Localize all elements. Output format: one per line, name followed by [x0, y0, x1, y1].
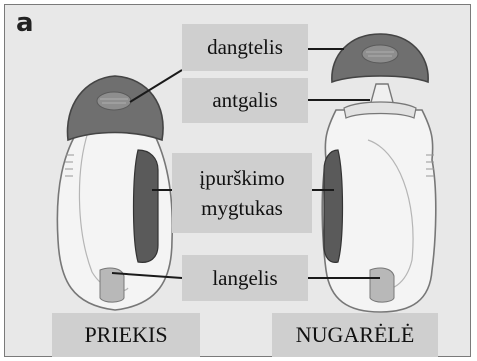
label-injection-button-line2: mygtukas — [201, 193, 283, 223]
front-injection-button — [134, 150, 159, 262]
label-injection-button: įpurškimo mygtukas — [172, 153, 312, 233]
label-injection-button-line1: įpurškimo — [199, 163, 284, 193]
label-cap: dangtelis — [182, 24, 308, 71]
back-window — [370, 268, 394, 302]
front-cap-grip-icon — [97, 92, 131, 110]
view-label-back: NUGARĖLĖ — [272, 313, 438, 357]
label-nozzle: antgalis — [182, 78, 308, 123]
label-window: langelis — [182, 255, 308, 301]
back-cap-grip-icon — [362, 45, 398, 63]
back-device — [322, 34, 436, 312]
back-injection-button — [324, 150, 343, 262]
view-label-front: PRIEKIS — [52, 313, 200, 357]
front-device — [57, 76, 172, 310]
